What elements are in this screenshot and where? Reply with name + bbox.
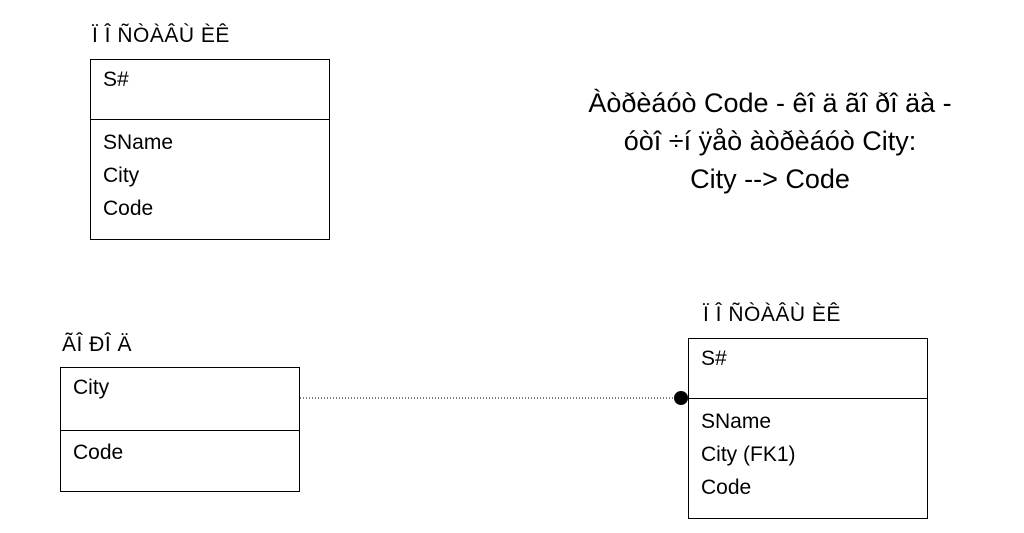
attribute-code: Code [103,197,154,220]
note-line-3: City --> Code [690,164,850,194]
primary-key: S# [689,339,927,399]
note-line-2: óòî ÷í ÿåò àòðèáóò City: [623,126,917,156]
attribute-sname: SName [103,131,174,154]
attribute-list: SName City (FK1) Code [689,399,927,504]
entity-title-suppliers-original: Ï Î ÑÒÀÂÙ ÈÊ [92,24,230,47]
attribute-code: Code [73,441,124,464]
attribute-list: SName City Code [91,120,329,225]
attribute-list: Code [61,431,299,469]
attribute-code: Code [701,476,752,499]
primary-key: City [61,368,299,431]
entity-title-suppliers-normalized: Ï Î ÑÒÀÂÙ ÈÊ [703,303,841,326]
relationship-end-dot [674,391,688,405]
attribute-city: City [103,164,140,187]
primary-key: S# [91,60,329,120]
entity-box-city[interactable]: City Code [60,367,300,492]
note-line-1: Àòðèáóò Code - êî ä ãî ðî äà - [588,88,952,118]
entity-box-suppliers-normalized[interactable]: S# SName City (FK1) Code [688,338,928,519]
entity-box-suppliers-original[interactable]: S# SName City Code [90,59,330,240]
attribute-city-fk: City (FK1) [701,443,796,466]
dependency-note: Àòðèáóò Code - êî ä ãî ðî äà - óòî ÷í ÿå… [520,84,1020,198]
attribute-sname: SName [701,410,772,433]
entity-title-city: ÃÎ ÐÎ Ä [62,333,133,356]
